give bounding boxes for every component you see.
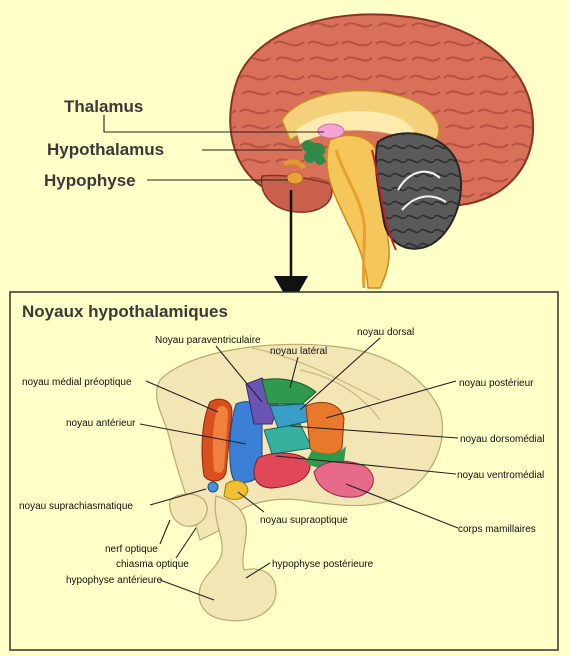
- label-noyau-anterieur: noyau antérieur: [66, 418, 136, 429]
- hypophyse-structure: [286, 171, 304, 185]
- hypothalamus-detail-illustration: [155, 343, 444, 622]
- hypothalamus-structure: [302, 140, 325, 165]
- label-hypophyse-posterieure: hypophyse postérieure: [272, 559, 374, 570]
- label-hypophyse: Hypophyse: [44, 171, 136, 190]
- label-noyau-dorsal: noyau dorsal: [357, 327, 414, 338]
- label-noyau-dorsomedial: noyau dorsomédial: [460, 434, 545, 445]
- down-arrow-icon: [274, 190, 308, 306]
- label-noyau-posterieur: noyau postérieur: [459, 378, 534, 389]
- nucleus-suprachiasmatic: [207, 481, 219, 493]
- inset-title: Noyaux hypothalamiques: [22, 302, 228, 321]
- nucleus-lateral: [261, 378, 317, 405]
- label-hypophyse-anterieure: hypophyse antérieure: [66, 575, 163, 586]
- label-noyau-supraoptique: noyau supraoptique: [260, 515, 348, 526]
- label-nerf-optique: nerf optique: [105, 544, 158, 555]
- label-thalamus: Thalamus: [64, 97, 143, 116]
- label-chiasma-optique: chiasma optique: [116, 559, 189, 570]
- nucleus-ventromedial: [253, 452, 311, 489]
- label-hypothalamus: Hypothalamus: [47, 140, 164, 159]
- corps-mamillaires-structure: [313, 460, 374, 498]
- label-corps-mamillaires: corps mamillaires: [458, 524, 536, 535]
- label-noyau-lateral: noyau latéral: [270, 346, 327, 357]
- label-noyau-paraventriculaire: Noyau paraventriculaire: [155, 335, 261, 346]
- label-noyau-suprachiasmatique: noyau suprachiasmatique: [19, 501, 133, 512]
- thalamus-structure: [317, 123, 345, 139]
- brain-sagittal-illustration: [229, 13, 535, 289]
- label-noyau-medial-preoptique: noyau médial préoptique: [22, 377, 132, 388]
- label-noyau-ventromedial: noyau ventromédial: [457, 470, 544, 481]
